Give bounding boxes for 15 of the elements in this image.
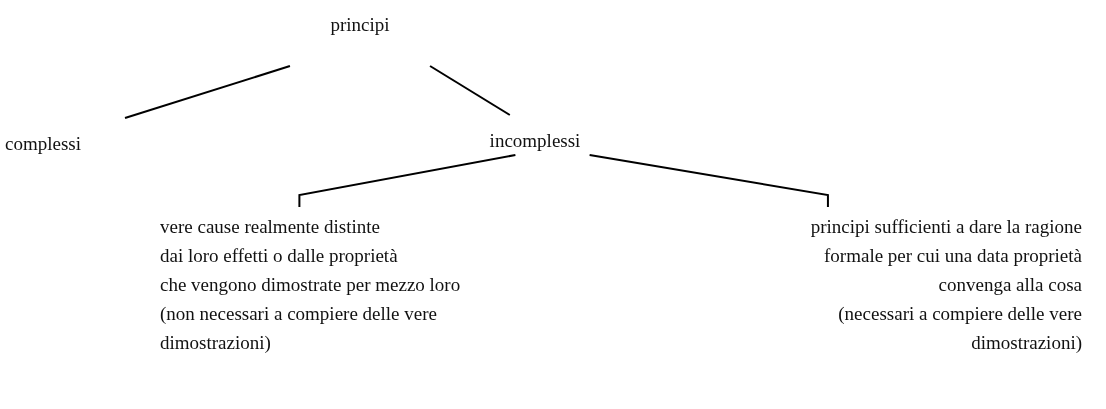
description-line: principi sufficienti a dare la ragione: [810, 215, 1082, 239]
connector-line: [429, 65, 511, 116]
description-line: dai loro effetti o dalle proprietà: [160, 244, 398, 268]
connector-line: [588, 154, 829, 208]
category-label: complessi: [5, 132, 81, 156]
description-line: che vengono dimostrate per mezzo loro: [160, 273, 461, 297]
description-line: convenga alla cosa: [938, 273, 1082, 297]
category-label: principi: [330, 13, 390, 37]
connector-line: [124, 65, 291, 119]
description-line: (necessari a compiere delle vere dimostrazioni): [837, 302, 1082, 355]
description-line: vere cause realmente distinte: [160, 215, 380, 239]
category-label: incomplessi: [489, 129, 581, 153]
connector-line: [298, 154, 517, 208]
description-line: (non necessari a compiere delle vere dimostrazioni): [160, 302, 438, 355]
description-line: formale per cui una data proprietà: [824, 244, 1082, 268]
